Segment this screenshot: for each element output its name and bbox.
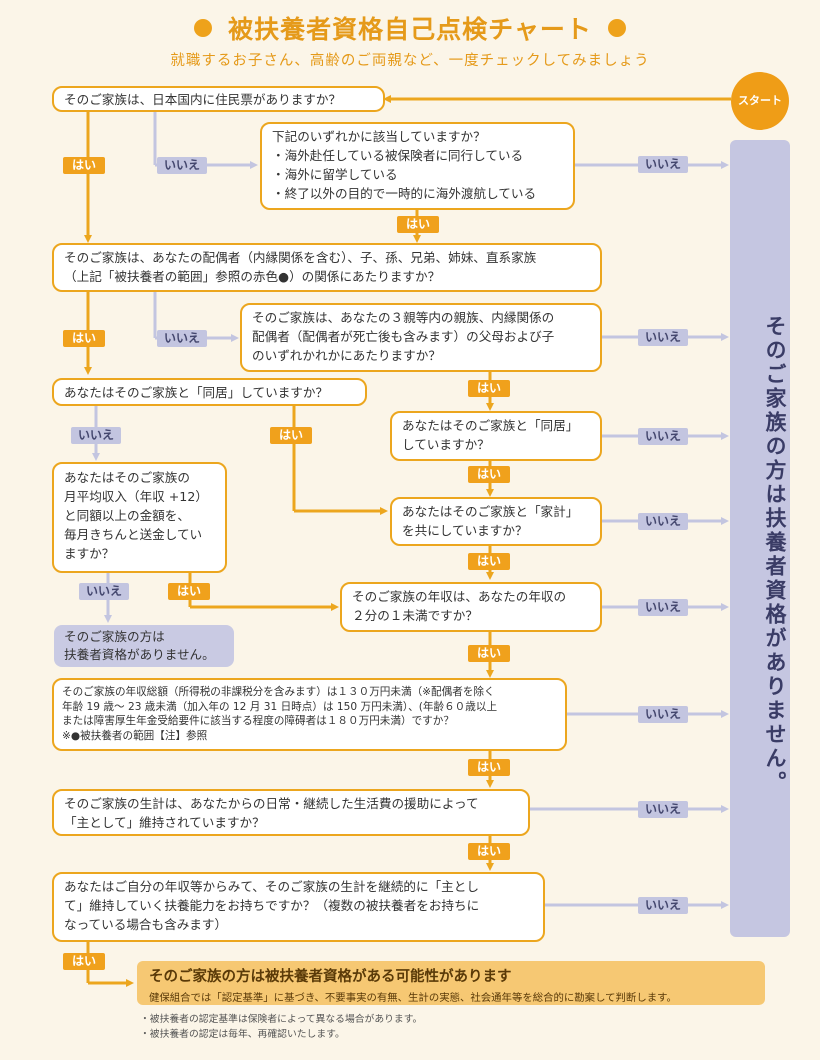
question-annual-income: そのご家族の年収総額（所得税の非課税分を含みます）は１３０万円未満（※配偶者を除… (52, 678, 567, 751)
chart-title: 被扶養者資格自己点検チャート (0, 10, 820, 46)
no-label: いいえ (638, 329, 688, 346)
no-label: いいえ (638, 897, 688, 914)
question-residence: そのご家族は、日本国内に住民票がありますか？ (52, 86, 385, 112)
bullet-dot-icon (607, 19, 626, 37)
question-shared-household: あなたはそのご家族と「家計」 を共にしていますか？ (390, 497, 602, 546)
no-label: いいえ (638, 428, 688, 445)
question-living-together-2: あなたはそのご家族と「同居」 していますか？ (390, 411, 602, 461)
yes-label: はい (468, 759, 510, 776)
chart-subtitle: 就職するお子さん、高齢のご両親など、一度チェックしてみましょう (170, 53, 650, 69)
yes-label: はい (270, 427, 312, 444)
start-node: スタート (731, 72, 789, 130)
yes-label: はい (468, 380, 510, 397)
not-eligible-column: そのご家族の方は扶養者資格がありません。 (730, 140, 790, 937)
question-relationship: そのご家族は、あなたの配偶者（内縁関係を含む）、子、孫、兄弟、姉妹、直系家族 （… (52, 243, 602, 292)
not-eligible-text: そのご家族の方は扶養者資格がありません。 (763, 315, 787, 795)
yes-label: はい (63, 953, 105, 970)
yes-label: はい (468, 553, 510, 570)
question-remittance: あなたはそのご家族の 月平均収入（年収 +12） と同額以上の金額を、 毎月きち… (52, 462, 227, 573)
no-label: いいえ (638, 156, 688, 173)
yes-label: はい (168, 583, 210, 600)
no-label: いいえ (157, 330, 207, 347)
no-label: いいえ (71, 427, 121, 444)
footnotes: ・被扶養者の認定基準は保険者によって異なる場合があります。 ・被扶養者の認定は毎… (140, 1014, 423, 1040)
yes-label: はい (63, 157, 105, 174)
question-overseas: 下記のいずれかに該当していますか？ ・海外赴任している被保険者に同行している ・… (260, 122, 575, 210)
yes-label: はい (468, 645, 510, 662)
yes-label: はい (397, 216, 439, 233)
yes-label: はい (468, 843, 510, 860)
yes-label: はい (63, 330, 105, 347)
question-relatives: そのご家族は、あなたの３親等内の親族、内縁関係の 配偶者（配偶者が死亡後も含みま… (240, 303, 602, 372)
no-label: いいえ (638, 706, 688, 723)
question-living-together-1: あなたはそのご家族と「同居」していますか？ (52, 378, 367, 406)
yes-label: はい (468, 466, 510, 483)
result-eligible: そのご家族の方は被扶養者資格がある可能性があります 健保組合では「認定基準」に基… (137, 961, 765, 1005)
no-label: いいえ (638, 801, 688, 818)
no-label: いいえ (157, 157, 207, 174)
result-not-eligible: そのご家族の方は 扶養者資格がありません。 (54, 625, 234, 667)
bullet-dot-icon (194, 19, 213, 37)
question-support-ability: あなたはご自分の年収等からみて、そのご家族の生計を継続的に「主とし て」維持して… (52, 872, 545, 942)
no-label: いいえ (638, 599, 688, 616)
no-label: いいえ (638, 513, 688, 530)
question-income-half: そのご家族の年収は、あなたの年収の ２分の１未満ですか？ (340, 582, 602, 632)
question-livelihood: そのご家族の生計は、あなたからの日常・継続した生活費の援助によって 「主として」… (52, 789, 530, 836)
no-label: いいえ (79, 583, 129, 600)
